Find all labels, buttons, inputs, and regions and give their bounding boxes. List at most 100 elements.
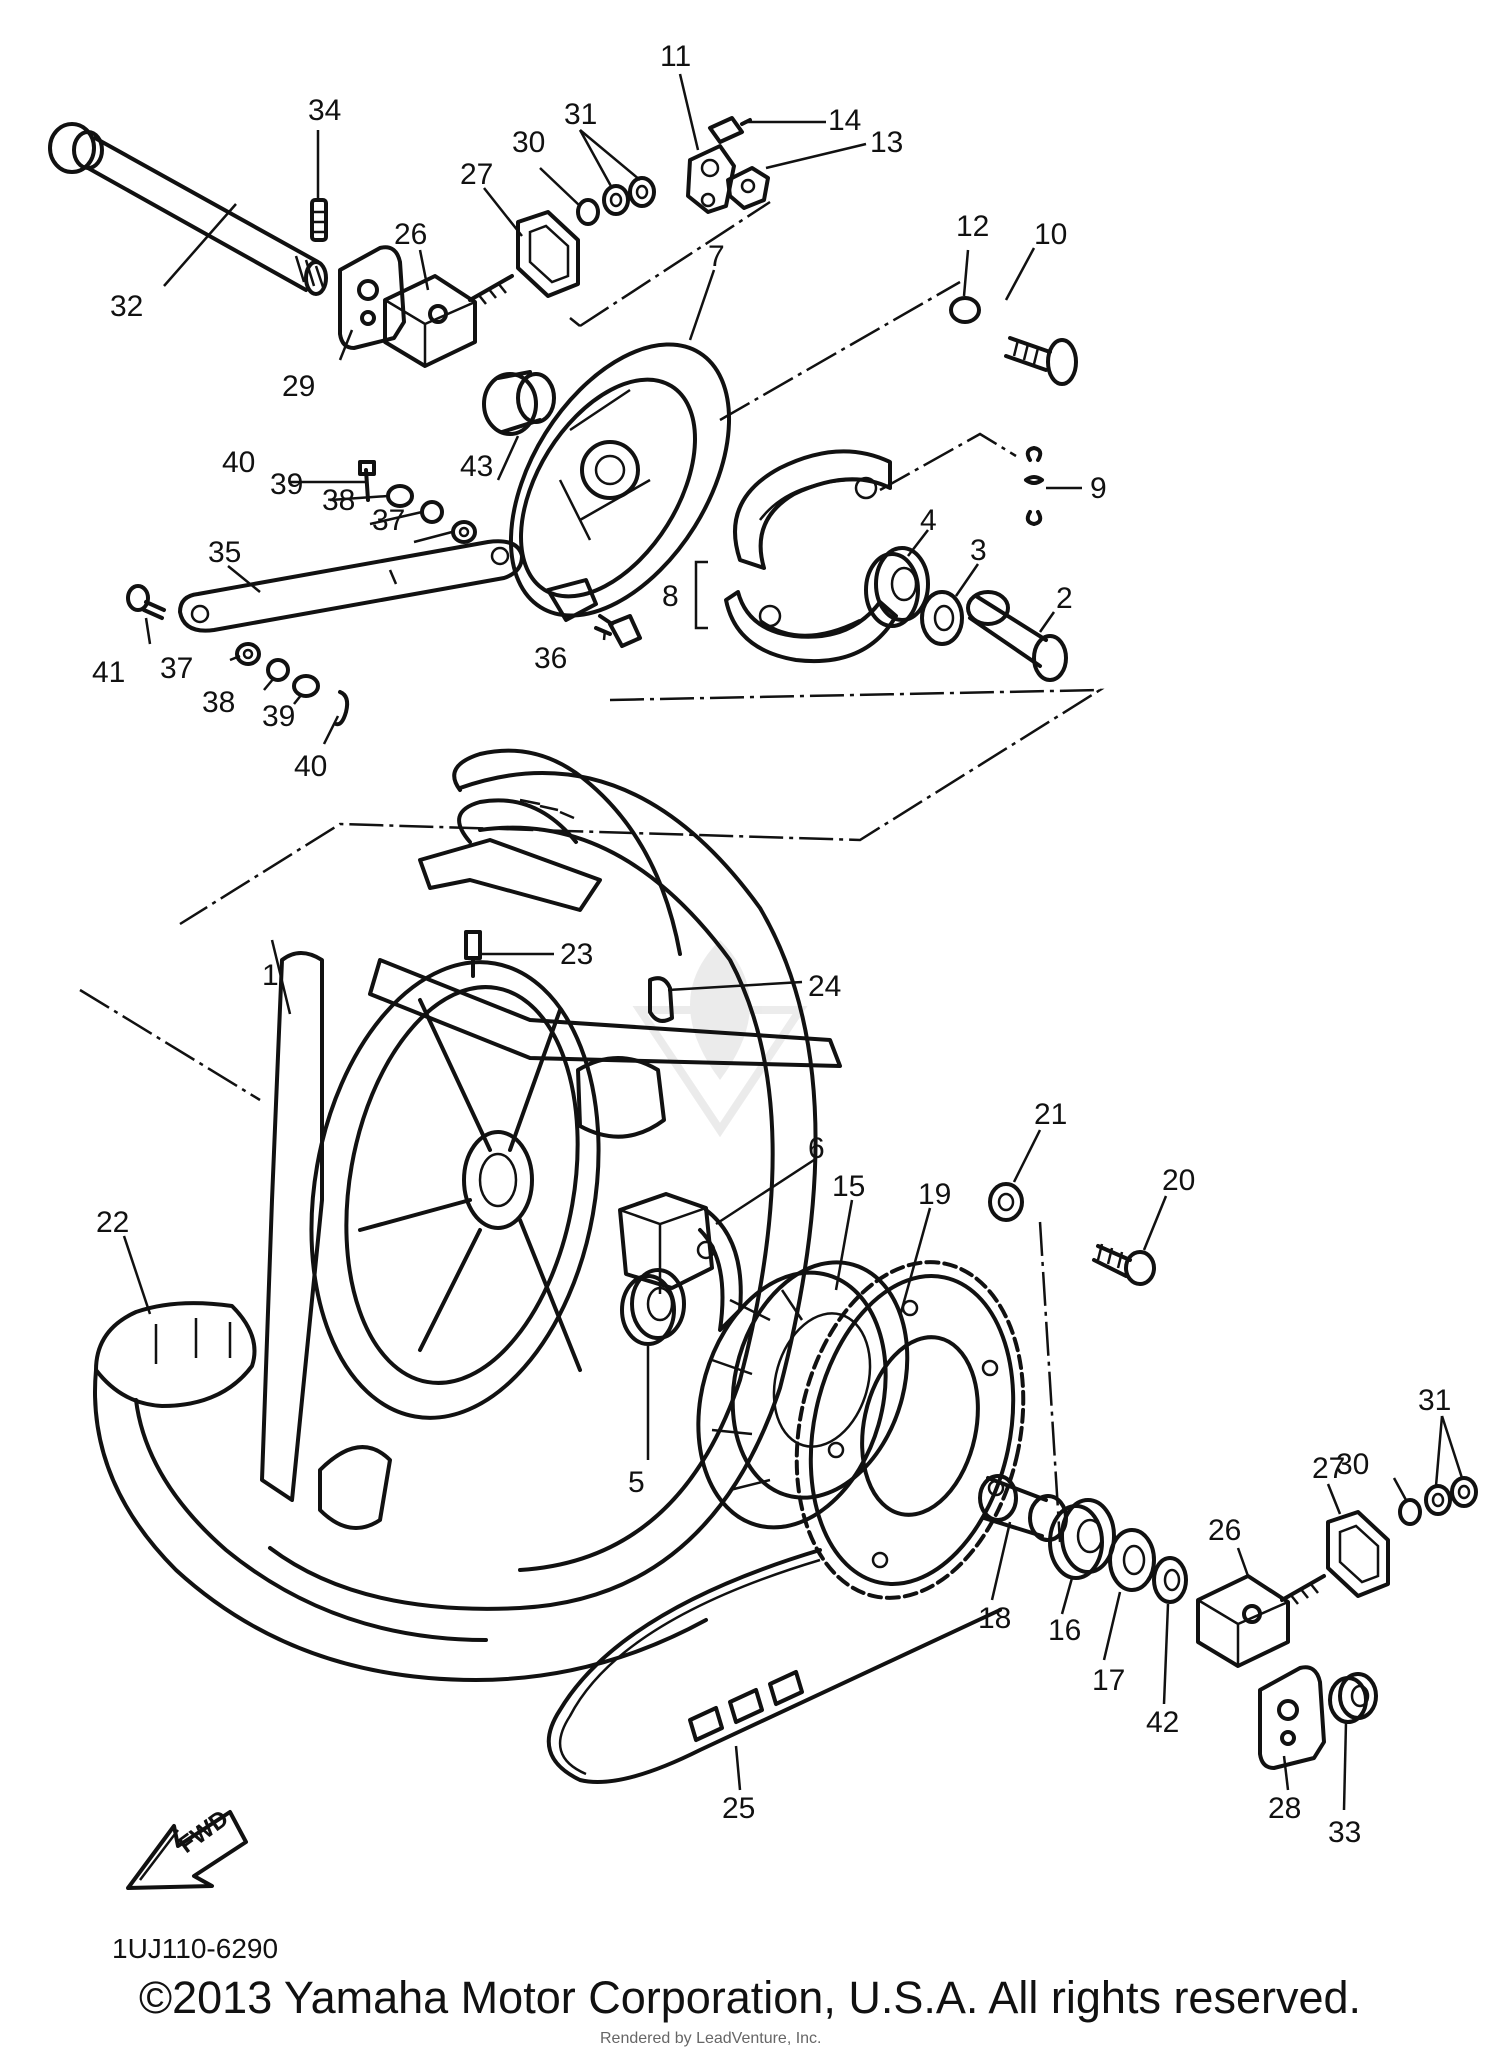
drive-chain-25[interactable] xyxy=(546,1548,1002,1784)
callout-28: 28 xyxy=(1268,1792,1301,1825)
forward-arrow: FWD xyxy=(126,1805,248,1890)
leader-lines xyxy=(122,73,1464,1811)
callout-13: 13 xyxy=(870,126,903,159)
cotter-pin-40-top[interactable] xyxy=(358,460,376,502)
copyright-text: ©2013 Yamaha Motor Corporation, U.S.A. A… xyxy=(138,1972,1362,2023)
callout-14: 14 xyxy=(828,104,861,137)
camshaft-lever-11[interactable] xyxy=(686,144,736,214)
tire-upper-half[interactable] xyxy=(418,748,682,956)
bearing-16[interactable] xyxy=(1048,1498,1116,1580)
oil-seal-3[interactable] xyxy=(920,590,964,646)
callout-17: 17 xyxy=(1092,1664,1125,1697)
nut-21[interactable] xyxy=(988,1182,1024,1222)
callout-38-top: 38 xyxy=(322,484,355,517)
watermark-logo xyxy=(632,940,808,1138)
chain-puller-29[interactable] xyxy=(338,245,406,350)
callout-16: 16 xyxy=(1048,1614,1081,1647)
callout-26-lower: 26 xyxy=(1208,1514,1241,1547)
callout-36: 36 xyxy=(534,642,567,675)
washer-38-lower[interactable] xyxy=(266,658,290,682)
callout-43: 43 xyxy=(460,450,493,483)
callout-29: 29 xyxy=(282,370,315,403)
rear-axle-32[interactable] xyxy=(48,122,328,296)
brake-shoe-kit-8[interactable] xyxy=(724,449,898,663)
washer-30-lower[interactable] xyxy=(1398,1498,1422,1526)
callout-5: 5 xyxy=(628,1466,645,1499)
callout-20: 20 xyxy=(1162,1164,1195,1197)
callout-12: 12 xyxy=(956,210,989,243)
assembly-lines xyxy=(79,200,1105,1543)
clutch-hub-15[interactable] xyxy=(670,1241,934,1549)
callout-39-lower: 39 xyxy=(262,700,295,733)
callout-39-top: 39 xyxy=(270,468,303,501)
tension-bar-35[interactable] xyxy=(178,539,524,633)
spring-9[interactable] xyxy=(1024,446,1044,526)
indicator-plate-13[interactable] xyxy=(726,166,770,210)
chain-adjuster-26-top[interactable] xyxy=(383,274,514,368)
rendered-by-text: Rendered by LeadVenture, Inc. xyxy=(600,2030,822,2047)
callout-25: 25 xyxy=(722,1792,755,1825)
washer-30-top[interactable] xyxy=(576,198,600,226)
spacer-2[interactable] xyxy=(966,590,1068,682)
bearing-4[interactable] xyxy=(864,546,930,628)
oil-seal-17[interactable] xyxy=(1108,1528,1156,1592)
bolt-36[interactable] xyxy=(594,614,642,648)
washer-37-top[interactable] xyxy=(451,520,477,544)
callout-15: 15 xyxy=(832,1170,865,1203)
callout-19: 19 xyxy=(918,1178,951,1211)
callout-31-top: 31 xyxy=(564,98,597,131)
callout-40-top: 40 xyxy=(222,446,255,479)
diagram-code: 1UJ110-6290 xyxy=(112,1933,278,1964)
cover-cap-27-lower[interactable] xyxy=(1326,1510,1390,1598)
bolt-20[interactable] xyxy=(1092,1243,1156,1286)
tire-lower-half-22[interactable] xyxy=(93,1301,708,1682)
callout-7: 7 xyxy=(708,240,725,273)
fwd-label: FWD xyxy=(174,1805,234,1859)
collar-43[interactable] xyxy=(482,370,556,436)
callout-21: 21 xyxy=(1034,1098,1067,1131)
bolt-41[interactable] xyxy=(126,584,166,620)
callout-11: 11 xyxy=(660,40,691,73)
chain-puller-28[interactable] xyxy=(1258,1665,1326,1770)
bolt-10[interactable] xyxy=(1004,336,1078,386)
callout-41: 41 xyxy=(92,656,125,689)
callout-37-top: 37 xyxy=(372,504,405,537)
nut-39-lower[interactable] xyxy=(292,674,320,698)
bolt-34[interactable] xyxy=(310,198,328,242)
callout-30-lower: 30 xyxy=(1336,1448,1369,1481)
callout-38-lower: 38 xyxy=(202,686,235,719)
nut-39-top[interactable] xyxy=(386,484,414,508)
washer-12[interactable] xyxy=(949,296,981,324)
callout-31-lower: 31 xyxy=(1418,1384,1451,1417)
axle-nut-33[interactable] xyxy=(1328,1672,1378,1724)
callout-23: 23 xyxy=(560,938,593,971)
callout-40-lower: 40 xyxy=(294,750,327,783)
callout-30-top: 30 xyxy=(512,126,545,159)
callout-26-top: 26 xyxy=(394,218,427,251)
callout-9: 9 xyxy=(1090,472,1107,505)
callout-10: 10 xyxy=(1034,218,1067,251)
washer-38-top[interactable] xyxy=(420,500,444,524)
washer-37-lower[interactable] xyxy=(235,642,261,666)
valve-23[interactable] xyxy=(464,930,482,978)
nut-31-top[interactable] xyxy=(602,176,656,216)
callout-22: 22 xyxy=(96,1206,129,1239)
damper-holder-6[interactable] xyxy=(618,1192,743,1332)
balance-weight-24[interactable] xyxy=(648,976,674,1023)
chain-adjuster-26-lower[interactable] xyxy=(1196,1574,1326,1668)
callout-24: 24 xyxy=(808,970,841,1003)
callout-33: 33 xyxy=(1328,1816,1361,1849)
callout-1: 1 xyxy=(262,959,279,992)
cover-cap-27-top[interactable] xyxy=(516,210,580,298)
nut-31-lower[interactable] xyxy=(1424,1476,1478,1516)
callout-42: 42 xyxy=(1146,1706,1179,1739)
callout-2: 2 xyxy=(1056,582,1073,615)
callout-8: 8 xyxy=(662,580,679,613)
brake-shoe-plate-7[interactable] xyxy=(466,306,774,654)
callout-3: 3 xyxy=(970,534,987,567)
callout-35: 35 xyxy=(208,536,241,569)
cotter-pin-40-lower[interactable] xyxy=(334,690,350,727)
sprocket-19[interactable] xyxy=(767,1241,1053,1619)
circlip-42[interactable] xyxy=(1152,1556,1188,1604)
